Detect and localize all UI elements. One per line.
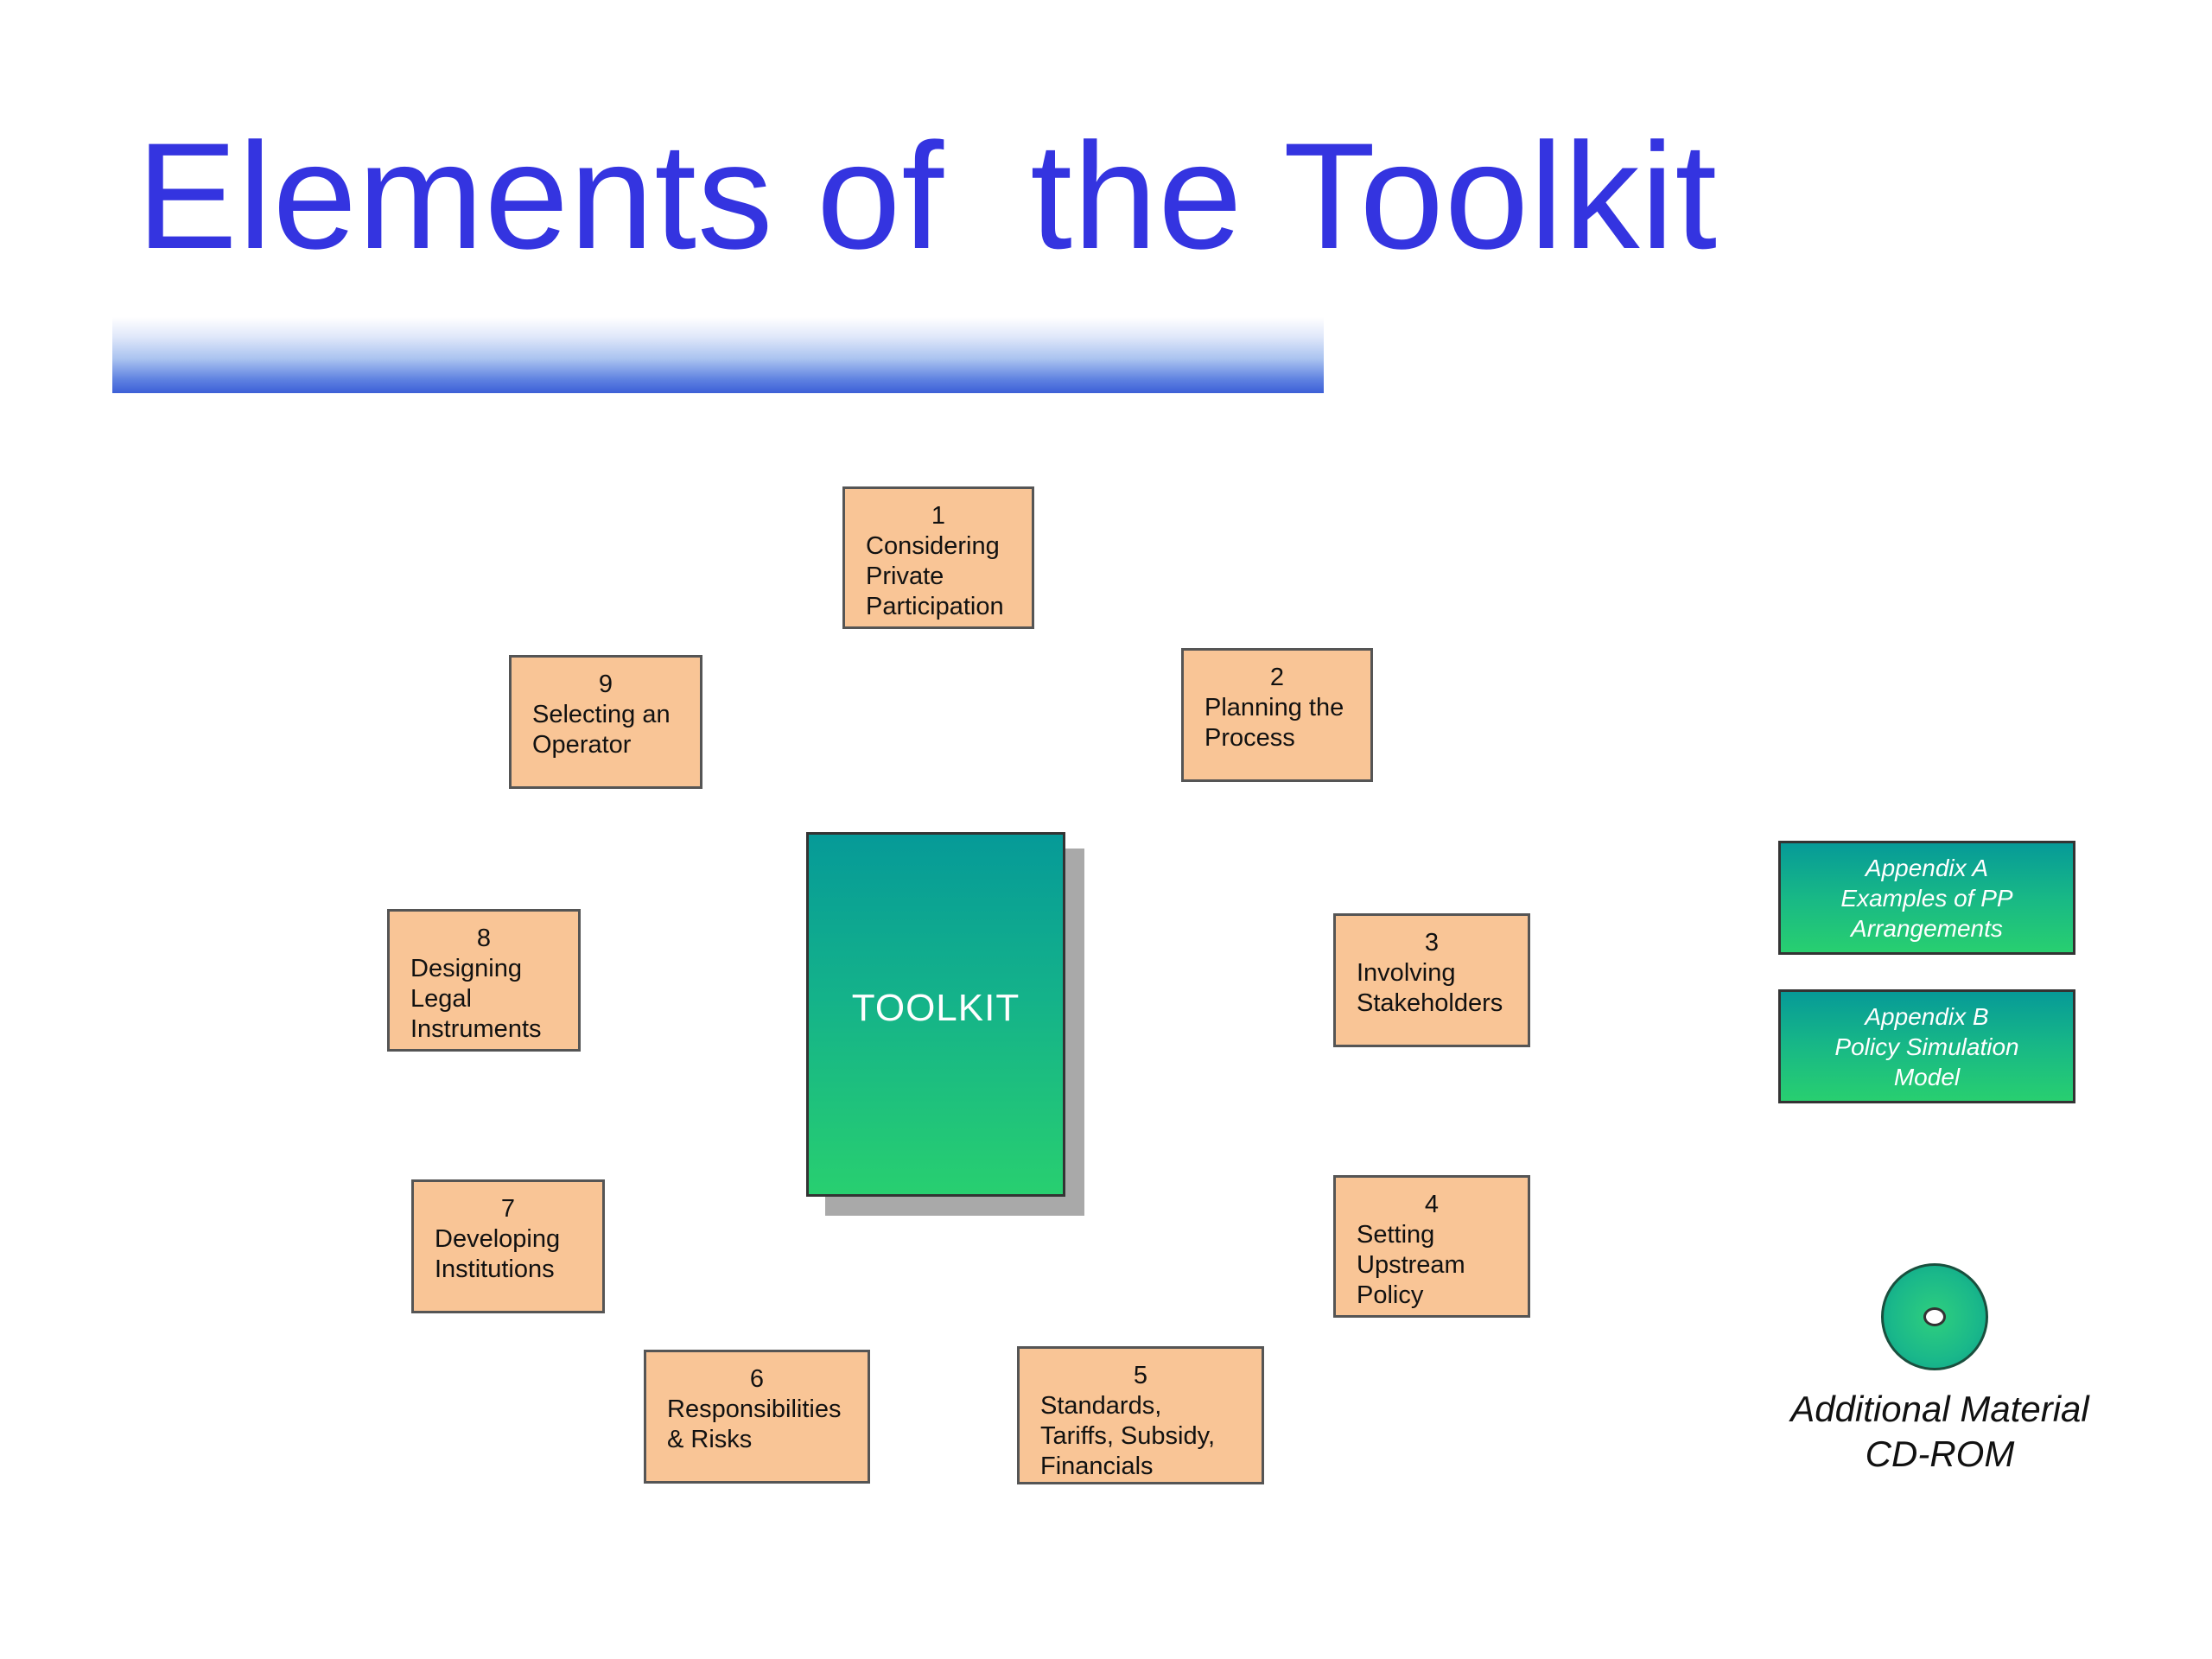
- step-number: 9: [598, 671, 613, 698]
- step-label: Planning the Process: [1205, 694, 1344, 752]
- step-box-8: 8 Designing Legal Instruments: [387, 909, 581, 1052]
- appendix-b-box: Appendix B Policy Simulation Model: [1778, 989, 2075, 1103]
- step-box-7: 7 Developing Institutions: [411, 1179, 605, 1313]
- title-underline-bar: [112, 317, 1324, 393]
- step-label: Involving Stakeholders: [1357, 959, 1503, 1017]
- step-label: Responsibilities & Risks: [667, 1395, 842, 1453]
- cd-caption-line-1: Additional Material: [1790, 1389, 2089, 1429]
- step-box-6: 6 Responsibilities & Risks: [644, 1350, 870, 1484]
- step-label: Setting Upstream Policy: [1357, 1221, 1465, 1309]
- step-label: Designing Legal Instruments: [410, 955, 542, 1043]
- step-box-5: 5 Standards, Tariffs, Subsidy, Financial…: [1017, 1346, 1264, 1484]
- step-label: Developing Institutions: [435, 1225, 561, 1283]
- appendix-a-box: Appendix A Examples of PP Arrangements: [1778, 841, 2075, 955]
- step-number: 5: [1133, 1362, 1148, 1389]
- cd-rom-caption: Additional Material CD-ROM: [1763, 1387, 2117, 1477]
- step-label: Considering Private Participation: [866, 532, 1004, 620]
- appendix-label: Appendix B Policy Simulation Model: [1834, 1002, 2019, 1090]
- step-number: 4: [1424, 1191, 1440, 1218]
- toolkit-center-box: TOOLKIT: [806, 832, 1065, 1197]
- cd-rom-icon: [1881, 1263, 1988, 1370]
- step-number: 1: [931, 502, 946, 530]
- slide-title: Elements of the Toolkit: [137, 112, 1719, 281]
- step-box-3: 3 Involving Stakeholders: [1333, 913, 1530, 1047]
- step-number: 7: [500, 1195, 516, 1223]
- step-number: 6: [749, 1365, 765, 1393]
- step-box-2: 2 Planning the Process: [1181, 648, 1373, 782]
- toolkit-label: TOOLKIT: [851, 986, 1020, 1029]
- step-label: Standards, Tariffs, Subsidy, Financials: [1040, 1392, 1216, 1480]
- step-box-9: 9 Selecting an Operator: [509, 655, 702, 789]
- step-number: 3: [1424, 929, 1440, 957]
- appendix-label: Appendix A Examples of PP Arrangements: [1840, 854, 2013, 942]
- cd-hole: [1923, 1307, 1946, 1326]
- step-number: 8: [476, 925, 492, 952]
- step-box-1: 1 Considering Private Participation: [842, 486, 1034, 629]
- step-label: Selecting an Operator: [532, 701, 671, 759]
- cd-caption-line-2: CD-ROM: [1865, 1433, 2015, 1474]
- step-box-4: 4 Setting Upstream Policy: [1333, 1175, 1530, 1318]
- step-number: 2: [1269, 664, 1285, 691]
